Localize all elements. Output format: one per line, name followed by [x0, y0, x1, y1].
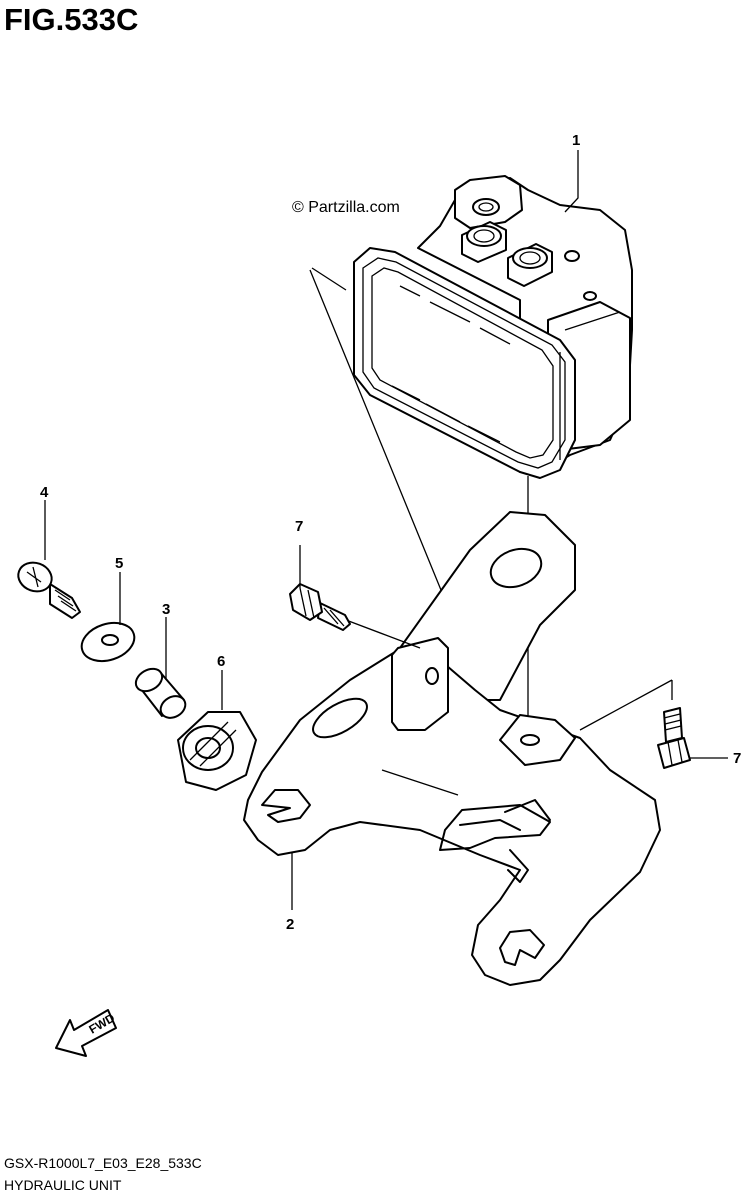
callout-2: 2 [286, 916, 294, 933]
callout-7-right: 7 [733, 750, 741, 767]
callout-6: 6 [217, 653, 225, 670]
model-code: GSX-R1000L7_E03_E28_533C [4, 1155, 202, 1171]
hydraulic-unit-drawing[interactable] [353, 175, 633, 479]
callout-3: 3 [162, 601, 170, 618]
callout-5: 5 [115, 555, 123, 572]
bracket-drawing[interactable] [243, 511, 661, 986]
figure-title: FIG.533C [4, 2, 139, 37]
washer-drawing[interactable] [77, 617, 139, 668]
bolt-left-drawing[interactable] [289, 583, 351, 631]
callout-1: 1 [572, 132, 580, 149]
section-name: HYDRAULIC UNIT [4, 1177, 122, 1193]
cushion-drawing[interactable] [177, 711, 257, 791]
callout-7-left: 7 [295, 518, 303, 535]
bolt-drawing[interactable] [14, 558, 81, 619]
callout-4: 4 [40, 484, 49, 501]
bolt-right-drawing[interactable] [657, 707, 691, 769]
watermark: © Partzilla.com [292, 199, 400, 216]
leader-line-1 [564, 150, 579, 213]
collar-drawing[interactable] [132, 664, 189, 722]
leader-lines [44, 500, 728, 910]
callout-labels: 1 2 3 4 5 6 7 7 [40, 132, 741, 933]
alignment-line-bolt-left [345, 619, 421, 649]
fwd-direction-arrow: FWD [55, 1009, 117, 1057]
alignment-line-bolt-right [579, 679, 673, 731]
